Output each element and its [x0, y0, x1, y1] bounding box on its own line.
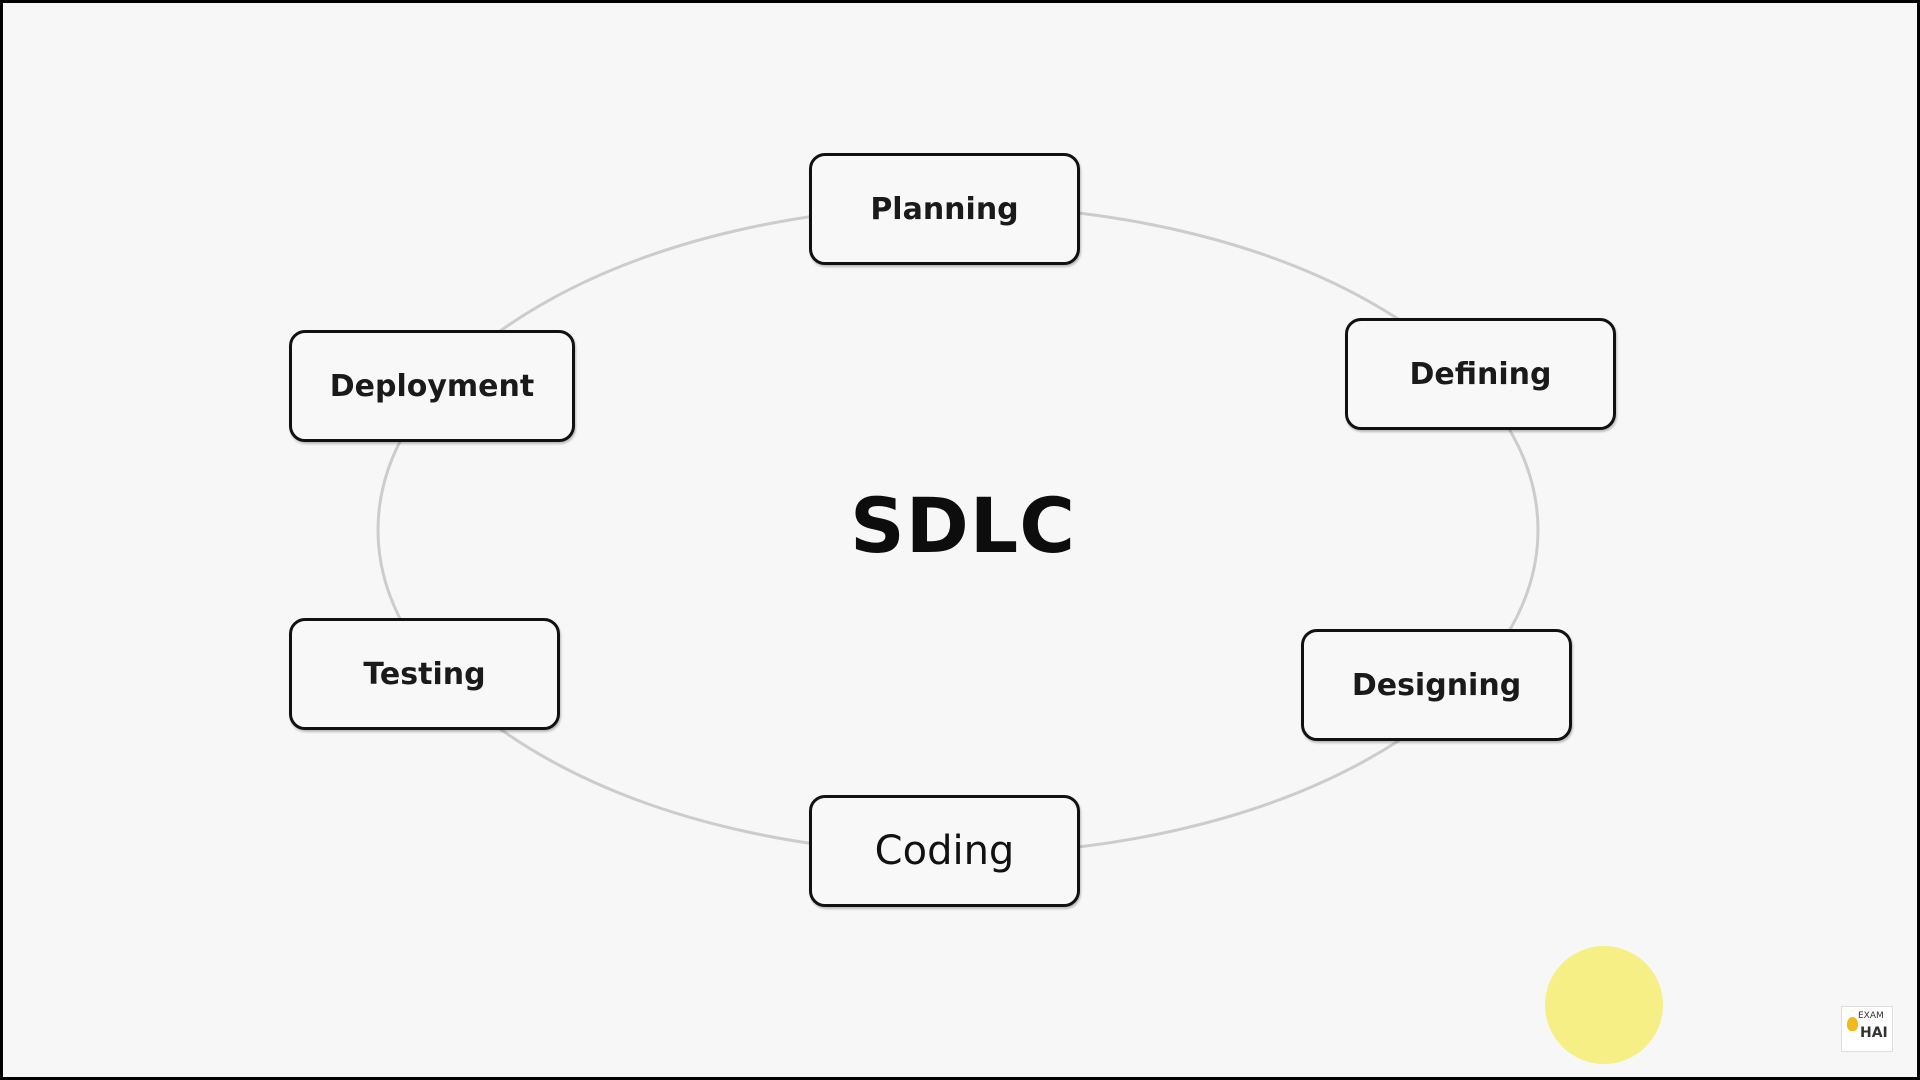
lightbulb-icon — [1847, 1017, 1858, 1031]
phase-box-deployment: Deployment — [289, 330, 575, 442]
phase-label-deployment: Deployment — [329, 368, 535, 404]
cursor-highlight — [1545, 946, 1663, 1064]
phase-label-testing: Testing — [363, 656, 486, 692]
phase-label-defining: Defining — [1409, 356, 1552, 392]
phase-box-defining: Defining — [1345, 318, 1616, 430]
phase-label-designing: Designing — [1351, 667, 1522, 703]
watermark-bottom-text: HAI — [1860, 1025, 1888, 1041]
watermark-top-text: EXAM — [1858, 1011, 1884, 1021]
phase-label-planning: Planning — [870, 191, 1019, 227]
phase-label-coding: Coding — [874, 828, 1015, 874]
center-title: SDLC — [849, 481, 1077, 570]
phase-box-coding: Coding — [809, 795, 1080, 907]
phase-box-testing: Testing — [289, 618, 560, 730]
phase-box-planning: Planning — [809, 153, 1080, 265]
phase-box-designing: Designing — [1301, 629, 1572, 741]
slide-frame: Planning Defining Designing Coding Testi… — [3, 3, 1917, 1077]
watermark-logo: EXAM HAI — [1841, 1006, 1893, 1052]
